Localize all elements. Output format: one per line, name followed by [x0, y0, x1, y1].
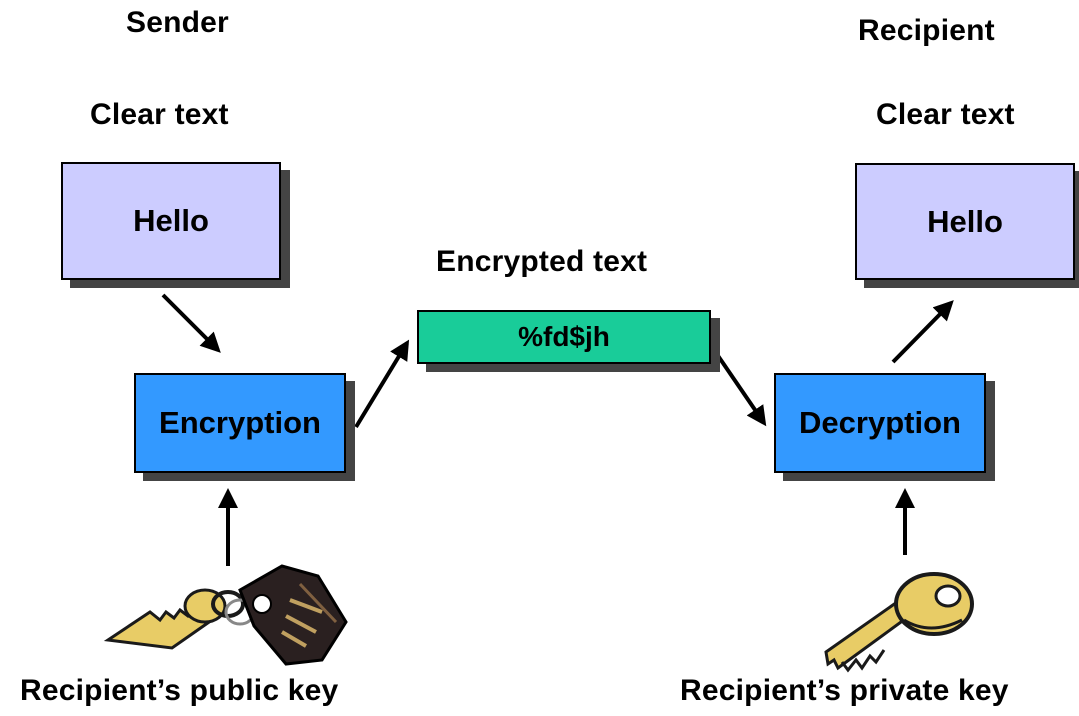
key-icon [824, 572, 974, 673]
ciphertext: %fd$jh [518, 321, 610, 352]
public-key-label: Recipient’s public key [20, 674, 339, 707]
recipient-title: Recipient [858, 14, 995, 47]
arrow-ciphertext-to-decryption [710, 345, 767, 427]
decryption-box: Decryption [774, 373, 986, 473]
arrow-encryption-to-ciphertext [354, 339, 410, 429]
arrow-decryption-to-clear [891, 300, 954, 364]
sender-plaintext: Hello [133, 203, 209, 238]
encrypted-text-label: Encrypted text [436, 245, 648, 278]
encryption-label: Encryption [159, 405, 321, 440]
recipient-plaintext-box: Hello [855, 163, 1075, 280]
recipient-plaintext: Hello [927, 203, 1003, 239]
keyring-icon [103, 564, 348, 666]
private-key-label: Recipient’s private key [680, 674, 1009, 707]
sender-plaintext-box: Hello [61, 162, 281, 280]
arrow-clear-to-encryption [161, 293, 221, 353]
sender-title: Sender [126, 6, 229, 39]
encryption-box: Encryption [134, 373, 346, 473]
decryption-label: Decryption [799, 405, 961, 440]
ciphertext-box: %fd$jh [417, 310, 711, 364]
recipient-clear-text-label: Clear text [876, 98, 1015, 131]
sender-clear-text-label: Clear text [90, 98, 229, 131]
